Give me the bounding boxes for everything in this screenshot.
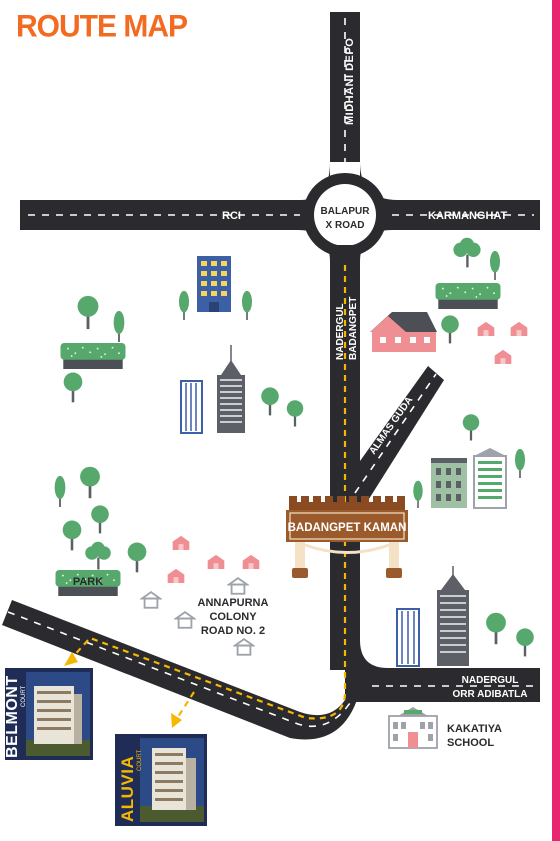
right-scenery: KAKATIYA SCHOOL: [370, 237, 534, 749]
green-building: [431, 458, 467, 508]
label-park: PARK: [73, 576, 103, 588]
highlighted-route: [69, 265, 347, 721]
tower-grey-right: [437, 566, 469, 666]
road-markings: [7, 18, 534, 728]
label-balapur: BALAPUR: [321, 206, 371, 217]
aluvia-name: ALUVIA: [118, 756, 137, 822]
aluvia-court-card: ALUVIA COURT: [115, 734, 207, 826]
label-orr-adibatla: ORR ADIBATLA: [453, 689, 528, 700]
label-badangpet-kaman: BADANGPET KAMAN: [288, 522, 407, 534]
label-karmanghat: KARMANGHAT: [428, 210, 508, 222]
label-x-road: X ROAD: [326, 220, 365, 231]
label-nadergul: NADERGUL: [335, 303, 346, 360]
route-arrow-aluvia: [171, 713, 182, 728]
belmont-sub: COURT: [21, 685, 27, 707]
large-house: [370, 312, 437, 352]
label-annapurna: ANNAPURNA: [198, 597, 269, 609]
white-tower: [473, 448, 507, 509]
blue-building-top: [197, 256, 231, 312]
label-midhani-depo: MIDHANI DEPO: [344, 38, 356, 125]
route-arrow-belmont: [64, 652, 78, 666]
label-badangpet: BADANGPET: [348, 297, 359, 360]
label-kakatiya: KAKATIYA: [447, 723, 502, 735]
left-scenery: PARK ANNAPURNA COLONY ROAD NO. 2: [54, 256, 304, 656]
tower-grey-left: [217, 345, 245, 433]
belmont-court-card: BELMONT COURT: [4, 668, 93, 760]
label-school: SCHOOL: [447, 737, 494, 749]
label-nadergul-orr: NADERGUL: [462, 675, 519, 686]
page-edge-stripe: [552, 0, 560, 841]
label-road-no-2: ROAD NO. 2: [201, 625, 265, 637]
kakatiya-school-building: [388, 707, 438, 749]
tower-blue-left: [180, 380, 203, 434]
badangpet-kaman-arch: BADANGPET KAMAN: [286, 496, 408, 578]
label-rci: RCI: [222, 210, 241, 222]
map-title: ROUTE MAP: [16, 9, 188, 44]
belmont-name: BELMONT: [4, 675, 21, 758]
aluvia-sub: COURT: [137, 749, 143, 771]
label-colony: COLONY: [209, 611, 257, 623]
tower-blue-right: [396, 608, 420, 667]
